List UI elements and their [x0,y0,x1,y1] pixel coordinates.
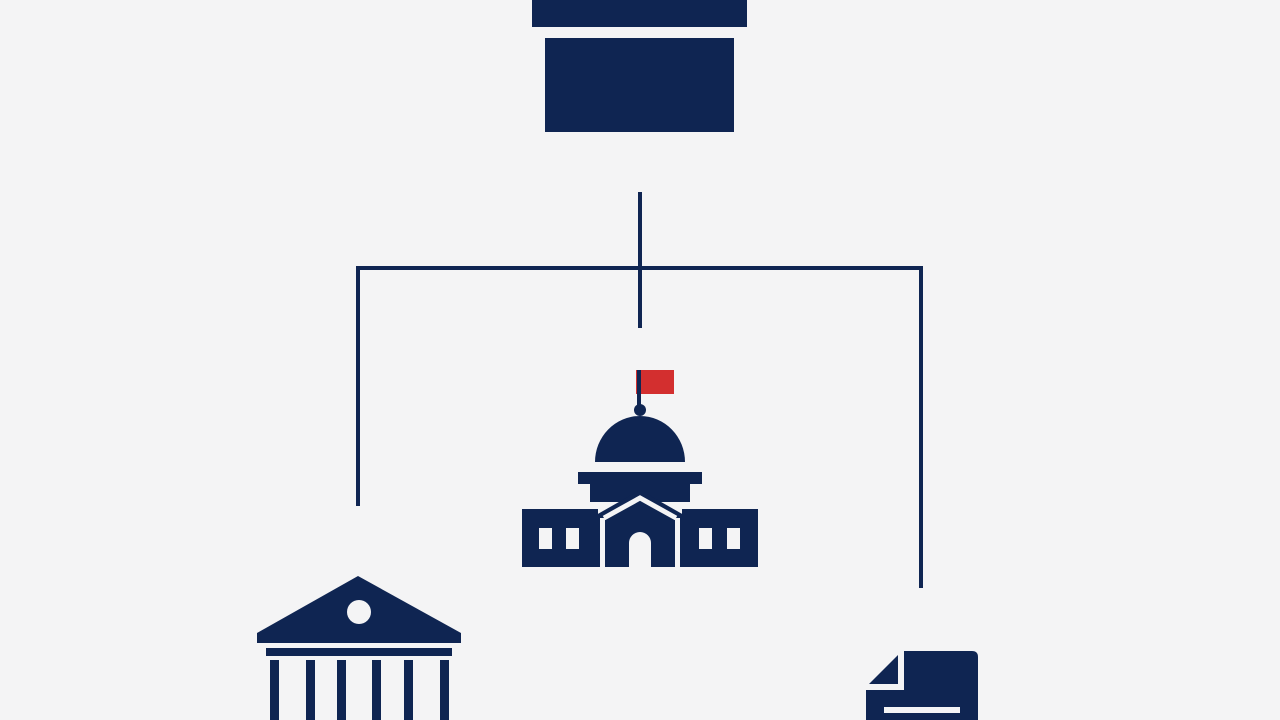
document-fold [869,655,898,684]
left-wing [522,509,598,567]
right-wing [682,509,758,567]
left-wing-window [539,528,552,549]
column [306,660,315,720]
document-icon [866,651,978,720]
portico-outline [602,495,678,521]
column [270,660,279,720]
portico-left-gap [600,518,605,567]
column [372,660,381,720]
flag [636,370,674,394]
ballot-box-icon [532,0,747,132]
flagpole [637,370,641,406]
column [404,660,413,720]
document-line [884,707,960,713]
capitol-building-icon [522,370,758,567]
ballot-box-body [545,38,734,132]
dome [595,416,685,462]
left-wing-window [566,528,579,549]
connector-tree [356,192,923,588]
right-wing-window [699,528,712,549]
column [337,660,346,720]
right-wing-window [727,528,740,549]
courthouse-icon [257,576,461,720]
entablature [266,648,452,656]
drum-cap [578,472,702,484]
pediment-emblem [347,600,371,624]
finial [634,404,646,416]
column [440,660,449,720]
portico-right-gap [675,518,680,567]
document-sheet [866,651,978,720]
ballot-box-lid [532,0,747,27]
portico-door [629,532,651,567]
